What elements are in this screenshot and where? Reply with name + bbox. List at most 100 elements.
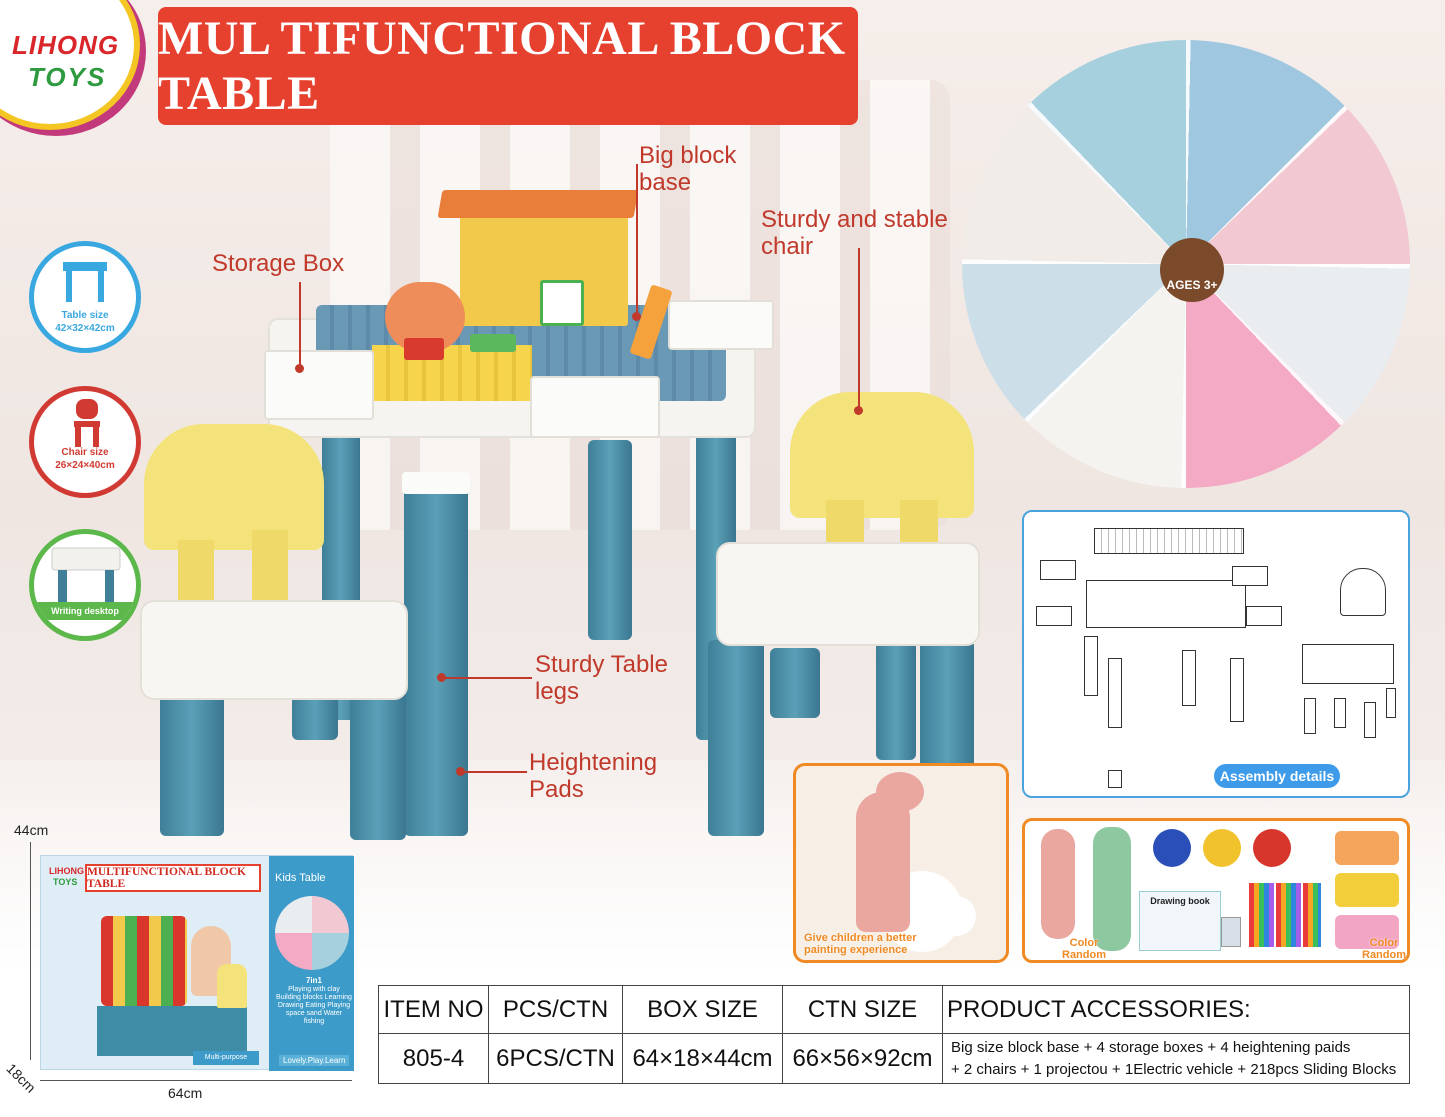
- spec-box-size: 64×18×44cm: [622, 1033, 783, 1084]
- callout-text-line: Heightening: [529, 749, 658, 776]
- callout-line: [636, 164, 638, 314]
- block-car-orange: [1335, 831, 1399, 865]
- left-chair-backrest: [144, 424, 324, 550]
- spec-header-box-size: BOX SIZE: [622, 985, 783, 1034]
- table-size-badge: Table size 42×32×42cm: [29, 241, 141, 353]
- sketch-leg-3: [1182, 650, 1196, 706]
- drawing-book: Drawing book: [1139, 891, 1221, 951]
- storage-box-right: [668, 300, 774, 350]
- package-block-image: [101, 916, 187, 1006]
- chair-size-label: Chair size: [61, 447, 109, 458]
- callout-dot: [854, 406, 863, 415]
- table-size-value: 42×32×42cm: [55, 323, 115, 334]
- spec-table-header-row: ITEM NO PCS/CTN BOX SIZE CTN SIZE PRODUC…: [378, 985, 1410, 1034]
- callout-table-legs: Sturdy Table legs: [535, 651, 668, 705]
- spec-table: ITEM NO PCS/CTN BOX SIZE CTN SIZE PRODUC…: [378, 985, 1410, 1084]
- dino-projector-pink: [1041, 829, 1075, 939]
- page-title: MUL TIFUNCTIONAL BLOCK TABLE: [158, 12, 846, 120]
- package-tagline: Lovely.Play.Learn: [279, 1055, 350, 1066]
- package-feature-list: Playing with clay Building blocks Learni…: [276, 986, 352, 1025]
- ages-badge: AGES 3+: [1160, 238, 1224, 302]
- sketch-base-plate: [1094, 528, 1244, 554]
- callout-line: [461, 771, 527, 773]
- pencil-sharpener: [1221, 917, 1241, 947]
- callout-big-block-base: Big block base: [639, 142, 736, 196]
- assembly-details-label: Assembly details: [1214, 764, 1340, 788]
- package-7in1: 7in1: [305, 976, 322, 985]
- package-multi-purpose: Multi-purpose: [193, 1051, 259, 1065]
- sketch-chair-back: [1340, 568, 1386, 616]
- writing-desktop-badge: Writing desktop: [29, 529, 141, 641]
- dino-projector: [856, 792, 910, 932]
- writing-desktop-label: Writing desktop: [34, 602, 136, 620]
- red-block: [404, 338, 444, 360]
- spec-header-ctn-size: CTN SIZE: [782, 985, 943, 1034]
- sketch-chair-leg: [1364, 702, 1376, 738]
- callout-sturdy-chair: Sturdy and stable chair: [761, 206, 948, 260]
- block-house-door: [540, 280, 584, 326]
- callout-dot: [437, 673, 446, 682]
- callout-text-line: chair: [761, 233, 814, 260]
- spec-table-value-row: 805-4 6PCS/CTN 64×18×44cm 66×56×92cm Big…: [378, 1033, 1410, 1084]
- package-table-image: [97, 1006, 247, 1056]
- yellow-base-plate: [372, 345, 532, 401]
- spec-accessories-line2: + 2 chairs + 1 projectou + 1Electric veh…: [951, 1060, 1397, 1078]
- spec-accessories-line1: Big size block base + 4 storage boxes + …: [951, 1038, 1351, 1056]
- table-icon: [63, 262, 107, 302]
- color-random-caption-2: Color Random: [1362, 937, 1406, 961]
- sketch-leg-1: [1084, 636, 1098, 696]
- painting-caption: Give children a better painting experien…: [804, 932, 917, 956]
- callout-text-line: Big block: [639, 142, 737, 169]
- block-car-pink: [1335, 915, 1399, 949]
- right-chair-leg-3: [770, 648, 820, 718]
- package-width-dimension: 64cm: [168, 1085, 203, 1101]
- brand-logo: LIHONG TOYS: [0, 0, 140, 130]
- sketch-chair-seat: [1302, 644, 1394, 684]
- spec-header-accessories: PRODUCT ACCESSORIES:: [942, 985, 1410, 1034]
- table-leg-front-left: [404, 486, 468, 836]
- dimension-line: [30, 842, 31, 1060]
- storage-box-front: [530, 376, 660, 438]
- sketch-leg-2: [1108, 658, 1122, 728]
- spec-ctn-size: 66×56×92cm: [782, 1033, 943, 1084]
- callout-line: [858, 248, 860, 408]
- callout-line: [442, 677, 532, 679]
- right-chair-seat: [716, 542, 980, 646]
- chair-size-value: 26×24×40cm: [55, 460, 115, 471]
- callout-text-line: legs: [535, 678, 580, 705]
- dino-projector-green: [1093, 827, 1131, 951]
- writing-desk-icon: [51, 547, 121, 604]
- package-height-dimension: 44cm: [14, 822, 49, 838]
- spec-accessories-list: Big size block base + 4 storage boxes + …: [942, 1033, 1410, 1084]
- page-title-banner: MUL TIFUNCTIONAL BLOCK TABLE: [158, 7, 858, 125]
- spec-pcs-ctn: 6PCS/CTN: [488, 1033, 623, 1084]
- package-side-title: Kids Table: [275, 872, 326, 884]
- sketch-box-2: [1036, 606, 1072, 626]
- color-markers: [1249, 883, 1321, 947]
- callout-storage-box: Storage Box: [212, 250, 345, 277]
- accessories-panel: Drawing book Color Random Color Random: [1022, 818, 1410, 963]
- assembly-diagram: Assembly details: [1022, 510, 1410, 798]
- left-chair-post-2: [252, 530, 288, 606]
- slide-disc-blue: [1153, 829, 1191, 867]
- left-chair-post-1: [178, 540, 214, 606]
- block-car-yellow: [1335, 873, 1399, 907]
- sketch-box-3: [1232, 566, 1268, 586]
- chair-icon: [74, 399, 100, 447]
- callout-dot: [456, 767, 465, 776]
- callout-heightening-pads: Heightening Pads: [529, 749, 657, 803]
- drawing-book-label: Drawing book: [1150, 896, 1210, 906]
- block-house-roof: [437, 190, 639, 218]
- right-chair-leg-4: [876, 640, 916, 760]
- table-leg-cap: [402, 472, 470, 494]
- sketch-table-top: [1086, 580, 1246, 628]
- spec-item-no: 805-4: [378, 1033, 489, 1084]
- callout-line: [299, 282, 301, 366]
- package-side-panel: Kids Table 7in1 Playing with clay Buildi…: [269, 856, 354, 1071]
- table-size-label: Table size: [61, 310, 109, 321]
- dino-projector-head: [876, 772, 924, 812]
- sketch-box-1: [1040, 560, 1076, 580]
- logo-text-line1: LIHONG: [12, 30, 120, 60]
- left-chair-seat: [140, 600, 408, 700]
- storage-box-left: [264, 350, 374, 420]
